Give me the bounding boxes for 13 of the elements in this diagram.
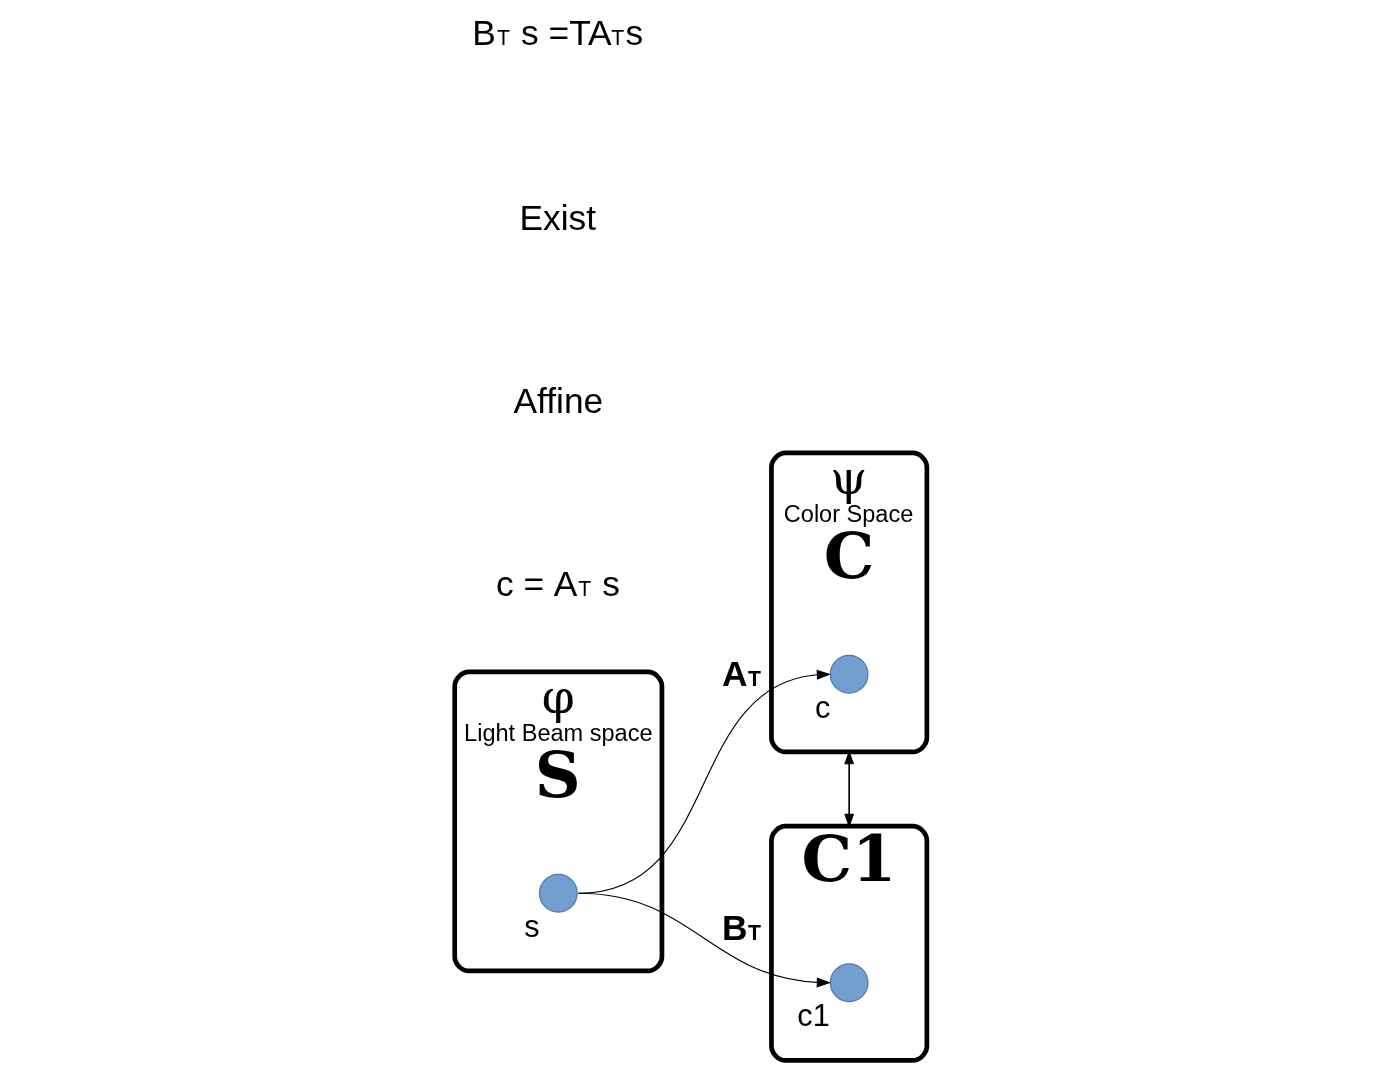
label: BT s =TATs — [471, 12, 643, 52]
node-circle — [538, 873, 578, 913]
node-label: c — [814, 689, 830, 724]
node-label: s — [523, 908, 539, 943]
label: Exist — [518, 197, 596, 237]
node-label: c1 — [796, 998, 830, 1033]
node-circle — [829, 654, 869, 694]
edge-label: BT — [721, 908, 761, 948]
label: Affine — [513, 381, 603, 421]
edge-label: AT — [721, 654, 761, 694]
label: c = AT s — [495, 563, 620, 603]
arrow — [577, 892, 831, 988]
node-circle — [829, 963, 869, 1003]
